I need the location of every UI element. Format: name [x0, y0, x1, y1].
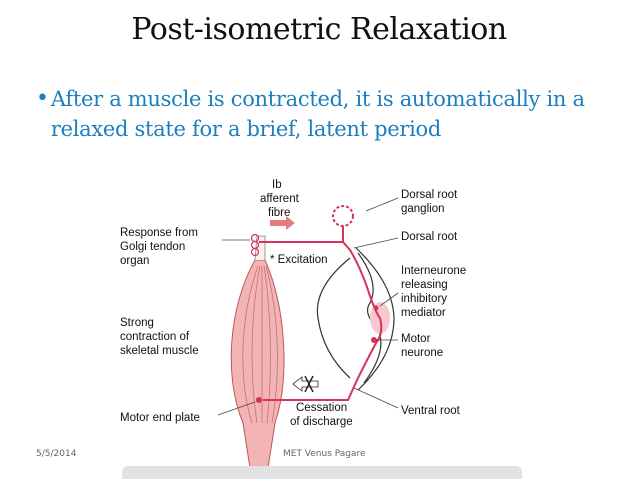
label-response: organ	[120, 255, 149, 267]
label-ib-afferent: fibre	[268, 207, 290, 219]
bullet-point: • After a muscle is contracted, it is au…	[36, 84, 626, 144]
muscle-fibres	[242, 265, 278, 424]
cessation-arrow-icon	[292, 375, 319, 393]
footer-date: 5/5/2014	[36, 449, 77, 459]
label-dorsal-root: Dorsal root	[401, 231, 458, 243]
label-interneurone: releasing	[401, 279, 448, 291]
label-interneurone: inhibitory	[401, 293, 447, 305]
bullet-marker: •	[36, 86, 49, 111]
motor-end-plate	[256, 397, 262, 403]
label-interneurone: mediator	[401, 307, 446, 319]
label-excitation: * Excitation	[270, 254, 328, 266]
slide-title: Post-isometric Relaxation	[131, 12, 507, 47]
label-ib-afferent: Ib	[272, 179, 282, 191]
golgi-tendon-organ	[250, 233, 260, 257]
ib-afferent-fibre	[259, 241, 381, 319]
label-interneurone: Interneurone	[401, 265, 466, 277]
label-leaders	[217, 197, 399, 416]
skeletal-muscle	[230, 259, 285, 469]
footer-author: MET Venus Pagare	[283, 449, 366, 459]
label-strong-contraction: skeletal muscle	[120, 345, 199, 357]
label-ventral-root: Ventral root	[401, 405, 461, 417]
reflex-diagram: Response from Golgi tendon organ Strong …	[118, 178, 528, 469]
label-cessation: Cessation	[296, 402, 347, 414]
block-x-icon	[304, 375, 314, 393]
motor-neurone-body	[371, 337, 377, 343]
label-motor-neurone: Motor	[401, 333, 431, 345]
spinal-cord-right	[355, 247, 395, 391]
ib-arrow-icon	[270, 216, 295, 230]
motor-neurone-fibre	[263, 317, 383, 401]
label-dorsal-root-ganglion: ganglion	[401, 203, 444, 215]
label-strong-contraction: Strong	[120, 317, 154, 329]
label-strong-contraction: contraction of	[120, 331, 190, 343]
label-ib-afferent: afferent	[260, 193, 300, 205]
label-dorsal-root-ganglion: Dorsal root	[401, 189, 458, 201]
label-response: Response from	[120, 227, 198, 239]
bottom-decoration	[122, 466, 522, 479]
spinal-cord-outline	[316, 257, 351, 379]
label-response: Golgi tendon	[120, 241, 185, 253]
label-cessation: of discharge	[290, 416, 353, 428]
bullet-text: After a muscle is contracted, it is auto…	[50, 87, 585, 141]
label-motor-neurone: neurone	[401, 347, 443, 359]
dorsal-root-ganglion	[332, 205, 354, 227]
label-motor-end-plate: Motor end plate	[120, 412, 200, 424]
interneurone-cell	[373, 305, 379, 311]
spinal-cord-grey-matter	[357, 252, 382, 384]
